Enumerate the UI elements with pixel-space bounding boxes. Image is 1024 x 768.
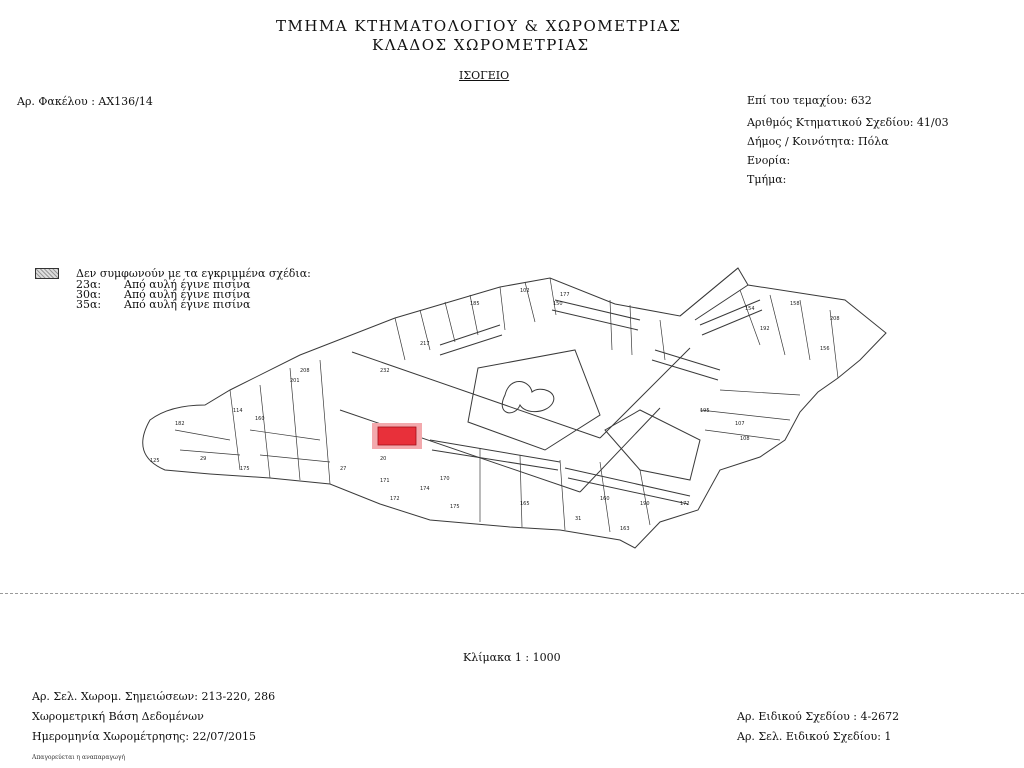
plot-number: 175 <box>240 466 250 472</box>
plot-number: 190 <box>640 501 650 507</box>
footer-left-line: Ημερομηνία Χωρομέτρησης: 22/07/2015 <box>32 730 256 743</box>
parcel-info-line: Αριθμός Κτηματικού Σχεδίου: 41/03 <box>747 116 949 129</box>
legend-swatch <box>35 268 59 279</box>
plot-number: 174 <box>420 486 430 492</box>
row-houses <box>429 299 763 505</box>
legend-code: 23α: <box>76 278 102 291</box>
plot-number: 158 <box>790 301 800 307</box>
plot-number: 108 <box>740 436 750 442</box>
department-title: ΤΜΗΜΑ ΚΤΗΜΑΤΟΛΟΓΙΟΥ & ΧΩΡΟΜΕΤΡΙΑΣ <box>276 17 682 35</box>
highlighted-parcel <box>377 426 417 446</box>
footer-right-line: Αρ. Ειδικού Σχεδίου : 4-2672 <box>737 710 900 723</box>
plot-number: 156 <box>820 346 830 352</box>
plot-number: 107 <box>735 421 745 427</box>
copyright-note: Απαγορεύεται η αναπαραγωγή <box>32 754 126 761</box>
parcel-info-line: Δήμος / Κοινότητα: Πόλα <box>747 135 889 148</box>
plot-number: 182 <box>175 421 185 427</box>
footer-left-line: Αρ. Σελ. Χωρομ. Σημειώσεων: 213-220, 286 <box>32 690 276 703</box>
plot-number: 232 <box>380 368 390 374</box>
plot-number: 170 <box>440 476 450 482</box>
legend-code: 35α: <box>76 298 102 311</box>
legend-code: 30α: <box>76 288 102 301</box>
branch-title: ΚΛΑΔΟΣ ΧΩΡΟΜΕΤΡΙΑΣ <box>372 36 590 54</box>
plot-number: 208 <box>830 316 840 322</box>
divider-line <box>0 593 1024 594</box>
plot-number: 177 <box>560 292 570 298</box>
footer-left-line: Χωρομετρική Βάση Δεδομένων <box>32 710 204 723</box>
plot-number: 192 <box>760 326 770 332</box>
floor-label: ΙΣΟΓΕΙΟ <box>459 69 510 82</box>
parcel-info-line: Τμήμα: <box>747 173 787 186</box>
legend-text: Από αυλή έγινε πισίνα <box>124 278 251 291</box>
open-area <box>604 409 701 481</box>
plot-number: 125 <box>150 458 160 464</box>
road-spur <box>679 267 749 321</box>
plot-number: 114 <box>233 408 243 414</box>
plot-number: 171 <box>380 478 390 484</box>
legend-heading: Δεν συμφωνούν με τα εγκριμμένα σχέδια: <box>76 267 311 280</box>
plot-number: 29 <box>200 456 206 462</box>
plot-number: 160 <box>600 496 610 502</box>
plot-number: 163 <box>620 526 630 532</box>
plot-number: 154 <box>745 306 755 312</box>
street-edge <box>339 409 581 493</box>
fountain <box>501 381 555 414</box>
plot-number: 175 <box>450 504 460 510</box>
scale-label: Κλίμακα 1 : 1000 <box>463 651 561 664</box>
plot-number: 165 <box>520 501 530 507</box>
parcel-info-line: Ενορία: <box>747 154 791 167</box>
plot-number: 27 <box>340 466 346 472</box>
plot-number: 208 <box>300 368 310 374</box>
plot-number: 102 <box>520 288 530 294</box>
plot-number: 172 <box>390 496 400 502</box>
central-square <box>467 349 601 451</box>
plot-number: 20 <box>380 456 386 462</box>
file-number: Αρ. Φακέλου : ΑΧ136/14 <box>17 95 153 108</box>
plot-number: 185 <box>470 301 480 307</box>
plot-number: 172 <box>680 501 690 507</box>
cadastral-map: 125 182 175 114 201 160 208 232 217 185 102 150 177 1… <box>142 267 887 549</box>
footer-right-line: Αρ. Σελ. Ειδικού Σχεδίου: 1 <box>737 730 892 743</box>
legend-text: Από αυλή έγινε πισίνα <box>124 298 251 311</box>
street-edge <box>351 351 601 439</box>
plot-number: 150 <box>553 301 563 307</box>
plot-number: 160 <box>255 416 265 422</box>
parcel-info-line: Επί του τεμαχίου: 632 <box>747 94 872 107</box>
street-edge <box>579 347 691 493</box>
plot-number: 31 <box>575 516 581 522</box>
plot-number: 195 <box>700 408 710 414</box>
plot-number: 217 <box>420 341 430 347</box>
map-outline <box>142 267 887 549</box>
plot-number: 201 <box>290 378 300 384</box>
legend-text: Από αυλή έγινε πισίνα <box>124 288 251 301</box>
plot-lines <box>174 277 839 533</box>
